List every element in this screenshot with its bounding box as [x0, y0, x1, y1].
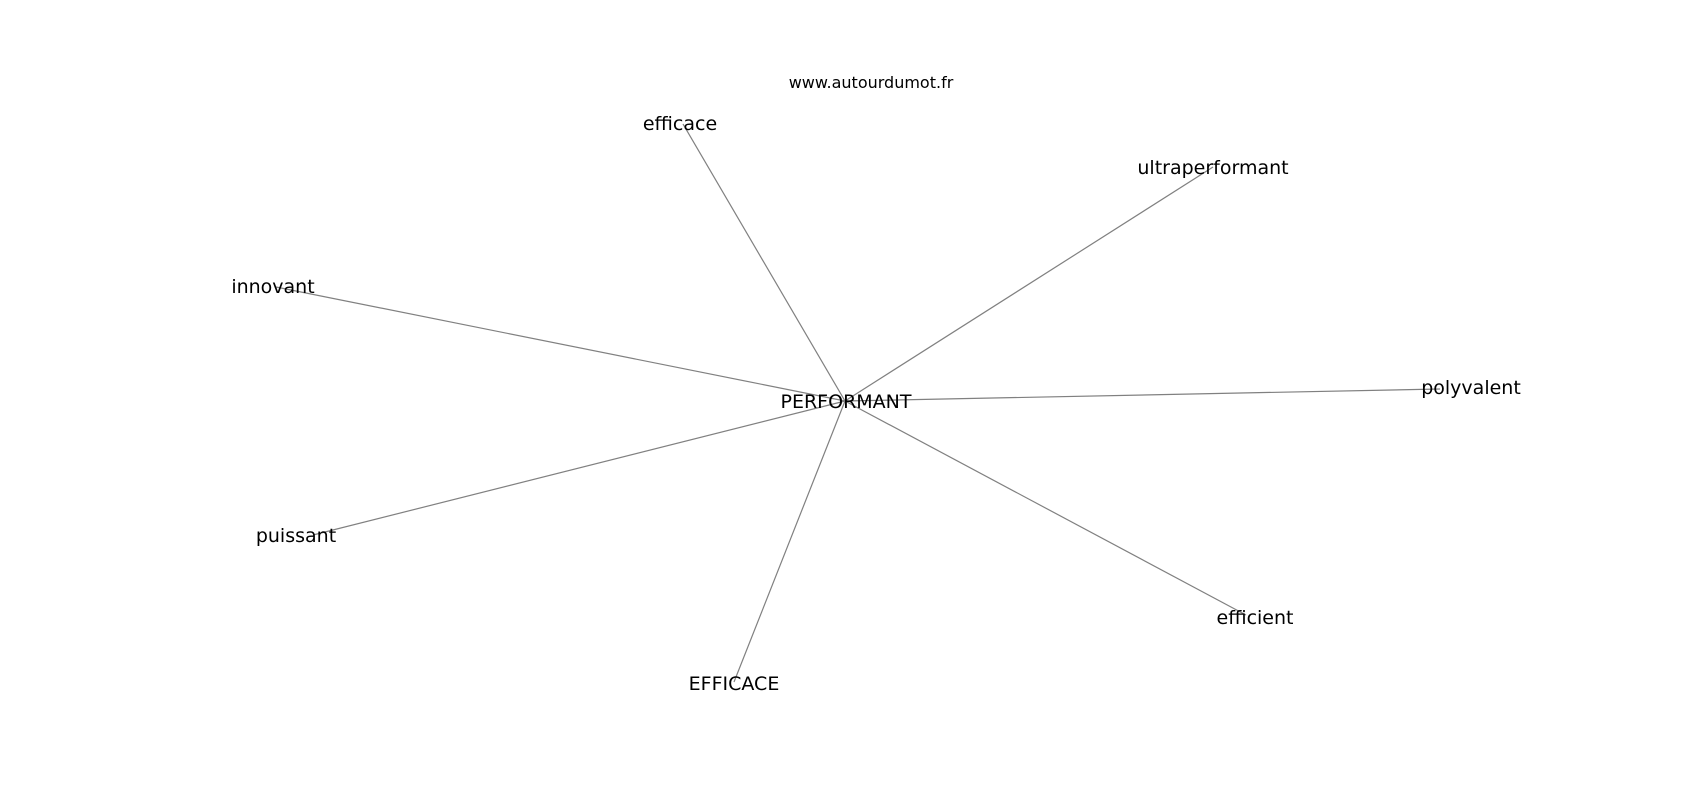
edges	[275, 123, 1441, 683]
edge-efficient	[844, 400, 1247, 616]
node-efficace: efficace	[643, 113, 717, 135]
node-center: PERFORMANT	[781, 391, 912, 413]
edge-ultraperformant	[844, 166, 1214, 402]
node-polyvalent: polyvalent	[1421, 377, 1521, 399]
edge-innovant	[275, 286, 846, 402]
node-efficient: efficient	[1217, 607, 1294, 629]
edge-efficace	[682, 123, 846, 402]
edge-puissant	[312, 400, 846, 536]
node-EFFICACE: EFFICACE	[689, 673, 780, 695]
edge-EFFICACE	[733, 400, 846, 683]
edge-polyvalent	[844, 388, 1441, 402]
watermark-text: www.autourdumot.fr	[789, 73, 954, 92]
node-ultraperformant: ultraperformant	[1137, 157, 1288, 179]
node-innovant: innovant	[231, 276, 314, 298]
labels: www.autourdumot.fr PERFORMANT efficace u…	[231, 73, 1520, 695]
node-puissant: puissant	[256, 525, 336, 547]
